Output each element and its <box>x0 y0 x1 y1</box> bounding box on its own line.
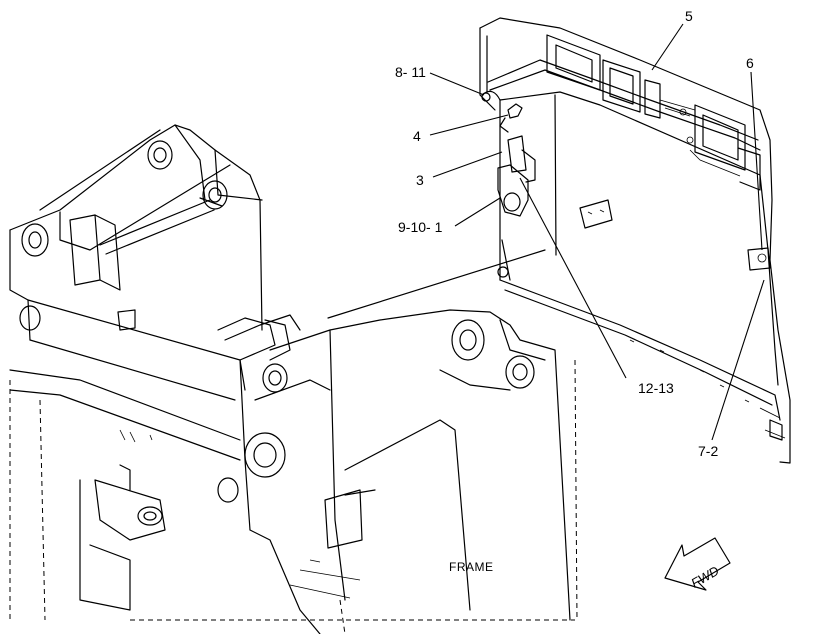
fwd-label: FWD <box>688 563 721 591</box>
callout-12-13: 12-13 <box>638 380 674 396</box>
callout-9-10-1: 9-10- 1 <box>398 219 443 235</box>
callout-3: 3 <box>416 172 424 188</box>
rear-door <box>479 17 791 464</box>
fwd-arrow-icon: FWD <box>664 537 731 591</box>
callout-6: 6 <box>746 55 754 71</box>
callout-7-2: 7-2 <box>698 443 718 459</box>
callout-8-11: 8- 11 <box>395 64 426 80</box>
leader-lines <box>429 23 765 441</box>
callout-5: 5 <box>685 8 693 24</box>
loader-frame <box>9 124 578 634</box>
frame-label: FRAME <box>449 560 494 574</box>
callout-4: 4 <box>413 128 421 144</box>
